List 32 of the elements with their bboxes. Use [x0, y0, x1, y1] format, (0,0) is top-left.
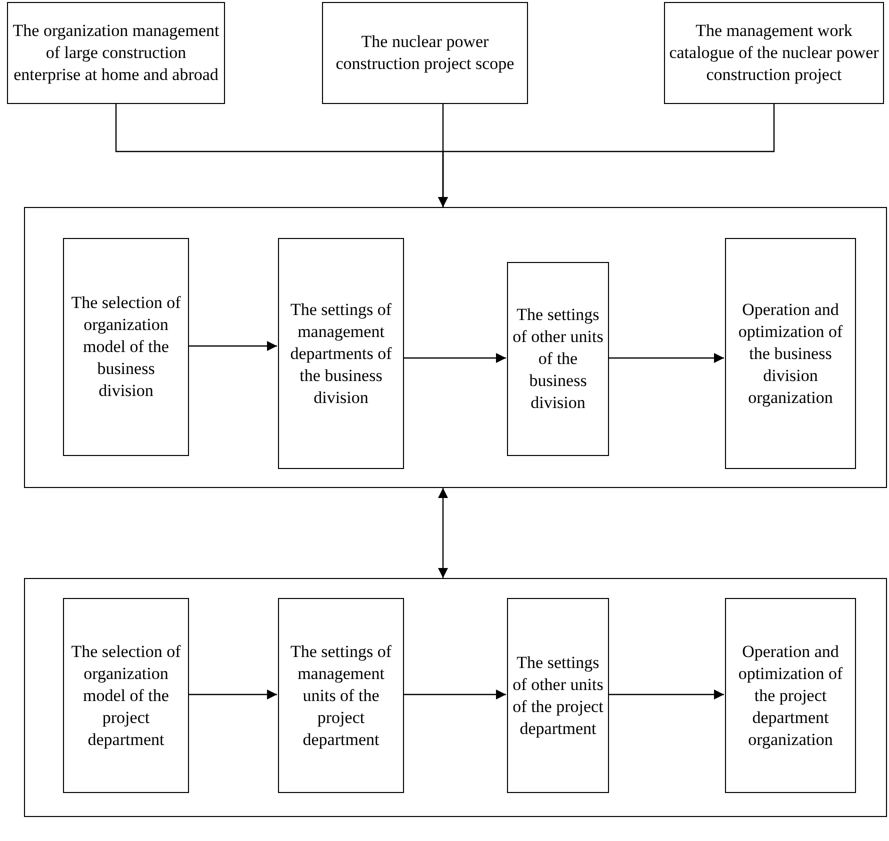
arrow [608, 353, 724, 363]
process-box [725, 238, 856, 469]
process-box [7, 2, 225, 104]
group-box [24, 207, 887, 488]
process-box [63, 598, 189, 793]
box-text: The management work catalogue of the nuclear power construction project [669, 20, 879, 86]
process-box [63, 238, 189, 456]
arrow [403, 690, 506, 700]
process-box [507, 262, 609, 456]
process-box [507, 598, 609, 793]
box-text: Operation and optimization of the business division organization [737, 298, 844, 408]
process-box [322, 2, 528, 104]
box-text: The organization management of large construction enterprise at home and abroad [12, 20, 220, 86]
box-text: The settings of management departments of the business division [289, 298, 393, 408]
arrow [608, 690, 724, 700]
box-text: The selection of organization model of the business division [70, 292, 182, 402]
box-text: The selection of organization model of the project department [70, 640, 182, 750]
process-box [278, 238, 404, 469]
arrow [188, 341, 277, 351]
box-text: The settings of management units of the project department [289, 640, 393, 750]
arrow [438, 104, 775, 207]
process-box [664, 2, 884, 104]
box-text: Operation and optimization of the project department organization [737, 640, 844, 750]
box-text: The nuclear power construction project scope [334, 31, 516, 75]
arrow [188, 690, 277, 700]
group-box [24, 578, 887, 817]
box-text: The settings of other units of the project department [512, 652, 604, 740]
arrow [438, 488, 448, 578]
process-box [725, 598, 856, 793]
process-box [278, 598, 404, 793]
arrow [403, 353, 506, 363]
box-text: The settings of other units of the business division [512, 304, 604, 414]
